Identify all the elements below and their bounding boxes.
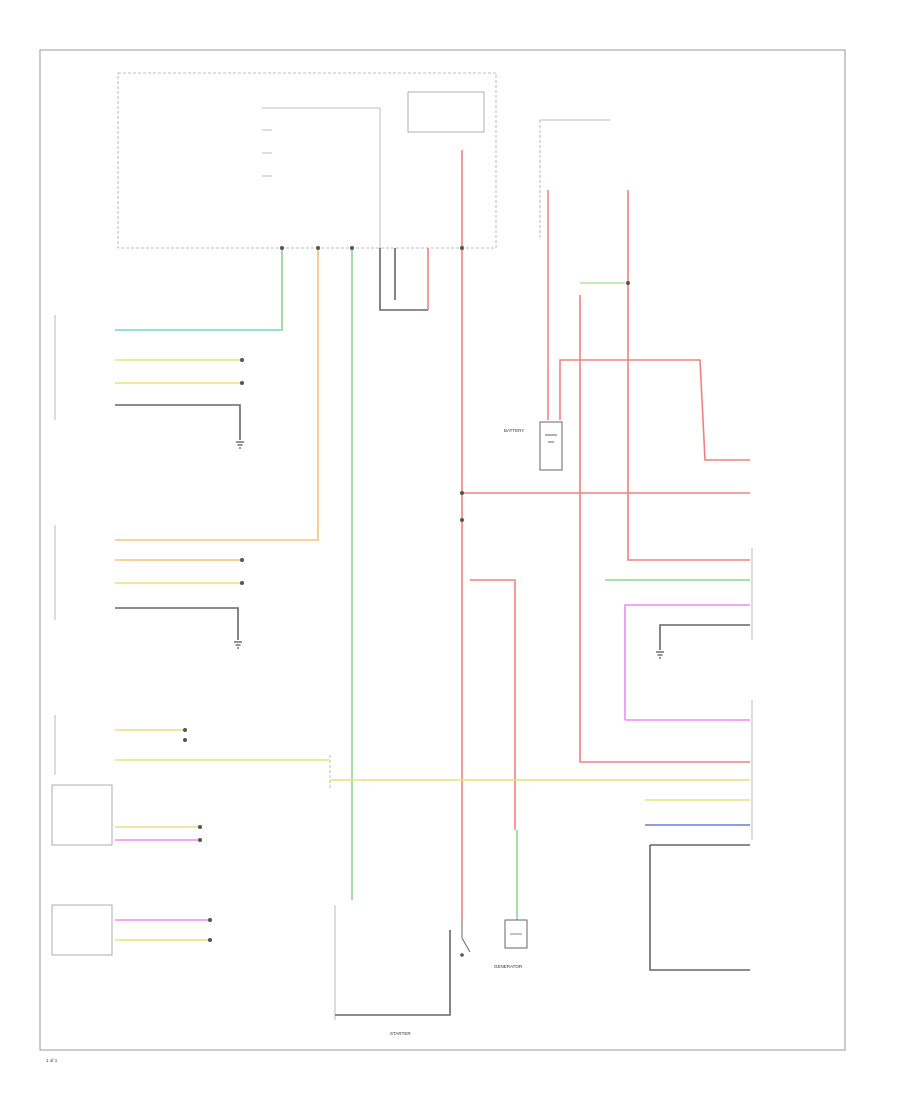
battery-icon <box>539 421 563 471</box>
red-wires <box>427 150 750 920</box>
pink-blue-cyan-wires <box>115 329 750 921</box>
starter-label: STARTER <box>390 1031 411 1036</box>
yellow-orange-wires <box>115 248 750 941</box>
green-wires <box>115 248 750 920</box>
generator-label: GENERATOR <box>494 964 523 969</box>
starter-switch-icon <box>460 920 471 957</box>
ecm-pin-stubs <box>262 91 485 248</box>
right-connectors <box>334 119 753 1020</box>
page-footer: 1 of 1 <box>46 1058 58 1063</box>
battery-label: BATTERY <box>504 428 524 433</box>
ground-icon <box>234 441 664 659</box>
black-wires <box>115 248 750 1016</box>
generator-icon <box>504 919 528 949</box>
left-connectors <box>51 315 331 956</box>
diagram-frame <box>39 49 846 1051</box>
splice-dots <box>183 246 630 942</box>
ecm-module-outline <box>117 72 497 249</box>
